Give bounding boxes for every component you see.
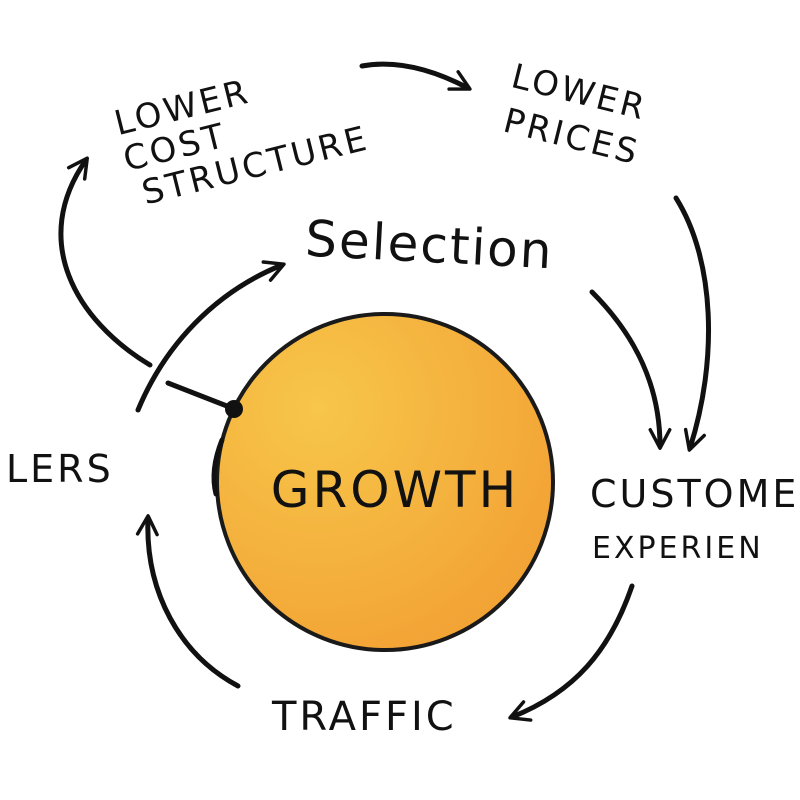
- arrow-customer-experience-to-traffic: [508, 583, 635, 722]
- arrow-sellers-to-lower-cost-structure: [58, 156, 153, 368]
- node-lower-cost-structure: LOWER COST STRUCTURE: [110, 72, 373, 214]
- arrow-traffic-to-sellers: [135, 514, 241, 689]
- circle-edge-mark: [211, 437, 225, 497]
- customer-experience-line-2: EXPERIEN: [592, 531, 764, 566]
- growth-label: GROWTH: [271, 461, 519, 519]
- arrow-prices-to-customer-experience: [673, 195, 711, 452]
- arrow-cost-to-prices: [359, 61, 472, 91]
- node-lower-prices: LOWER PRICES: [499, 56, 651, 173]
- growth-circle: GROWTH: [215, 312, 555, 652]
- node-traffic: TRAFFIC: [271, 694, 457, 740]
- node-sellers: LERS: [6, 447, 114, 491]
- node-selection: Selection: [304, 210, 555, 281]
- connector-dot: [225, 400, 243, 418]
- node-customer-experience: CUSTOME EXPERIEN: [590, 472, 799, 566]
- connector-to-growth: [165, 380, 235, 411]
- arrow-sellers-to-selection: [135, 260, 286, 413]
- customer-experience-line-1: CUSTOME: [590, 472, 799, 516]
- arrow-selection-to-customer-experience: [589, 289, 672, 450]
